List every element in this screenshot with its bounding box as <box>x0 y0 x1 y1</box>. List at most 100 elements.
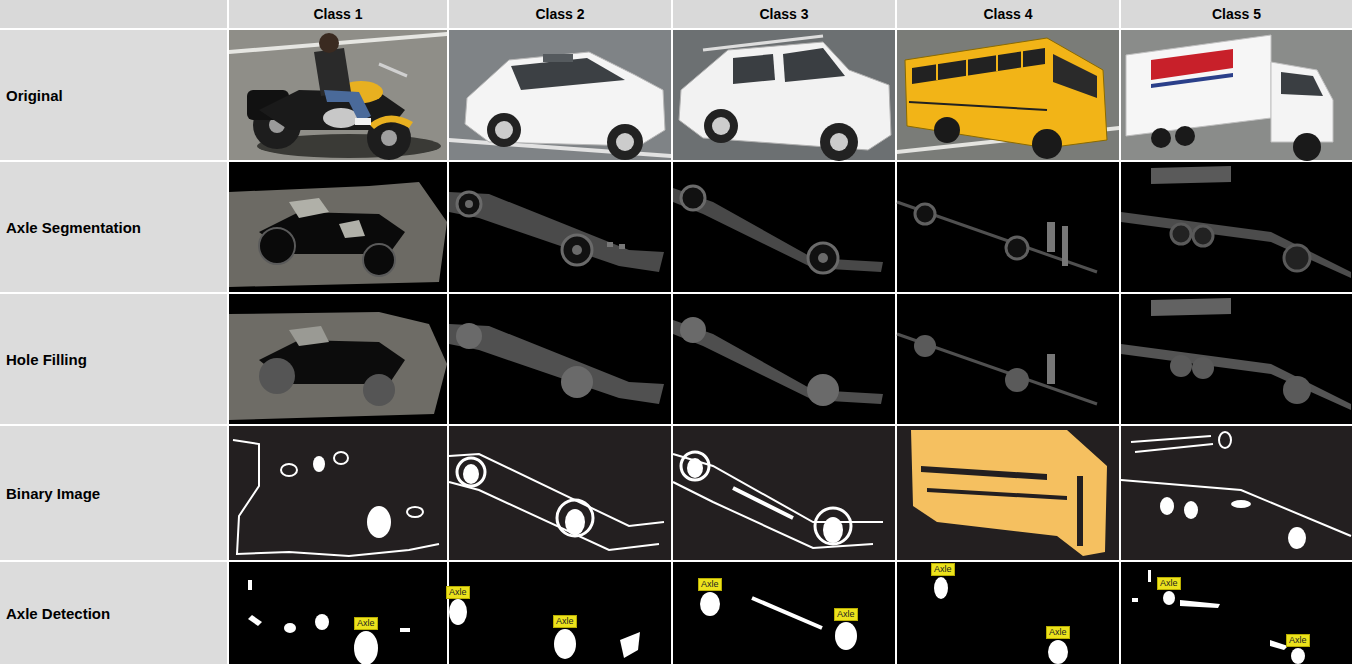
binary-image <box>449 426 671 560</box>
header-cell <box>1121 0 1352 28</box>
shadow-edge <box>897 334 1097 404</box>
noise-blob <box>284 623 296 633</box>
wheel <box>1175 126 1195 146</box>
hole-filling-image <box>897 294 1119 424</box>
car-photo <box>449 30 671 160</box>
windshield <box>1053 54 1097 98</box>
bus-body <box>905 38 1107 148</box>
noise-patch <box>339 220 365 238</box>
frame <box>259 90 405 130</box>
cell-bg <box>897 426 1119 560</box>
row-label-cell <box>0 426 227 560</box>
blob <box>313 456 325 472</box>
rider-torso <box>314 48 351 96</box>
wheel <box>820 123 858 161</box>
cell-bg <box>897 294 1119 424</box>
rider-legs <box>324 90 371 122</box>
axle-tag: Axle <box>354 617 378 630</box>
segmentation-image <box>897 162 1119 292</box>
blob <box>334 452 348 464</box>
hole-filling-image <box>229 294 447 424</box>
row-label-cell <box>0 294 227 424</box>
bar-blob <box>733 488 793 518</box>
wheel-blob <box>687 458 703 478</box>
segmentation-image <box>673 162 895 292</box>
wheel <box>914 335 936 357</box>
truck-photo <box>1121 30 1352 161</box>
wheel <box>1283 376 1311 404</box>
cell-bg <box>449 562 671 664</box>
wheel-ring <box>815 508 851 544</box>
axle-blob <box>1048 640 1068 664</box>
column-header: Class 5 <box>1121 0 1352 28</box>
cell-bg <box>673 426 895 560</box>
shadow-band <box>1121 344 1351 410</box>
wheel <box>607 124 643 160</box>
bus-photo <box>897 30 1119 160</box>
wheel-ring <box>557 500 593 536</box>
axle-tag: Axle <box>553 615 577 628</box>
noise-patch <box>619 244 625 249</box>
wheel-blob <box>1288 527 1306 549</box>
logo-outline <box>1131 436 1213 452</box>
wheel <box>1171 224 1191 244</box>
outline <box>233 440 439 556</box>
wheel-blob <box>1184 501 1198 519</box>
column-header: Class 2 <box>449 0 671 28</box>
hub <box>465 200 473 208</box>
wheel-blob <box>463 464 479 484</box>
cap-window <box>733 54 775 84</box>
cell-bg <box>897 162 1119 292</box>
cab-window <box>783 48 845 82</box>
axle-tag: Axle <box>446 586 470 599</box>
noise-blob <box>248 615 262 626</box>
wheel <box>934 117 960 143</box>
door-gap <box>1077 476 1083 546</box>
cell-bg <box>673 294 895 424</box>
tag-text: Axle <box>837 609 855 620</box>
column-header: Class 4 <box>897 0 1119 28</box>
tag-text: Axle <box>1049 627 1067 638</box>
road <box>673 30 895 160</box>
noise-blob <box>1132 598 1138 602</box>
window-post <box>996 55 998 71</box>
road <box>1121 30 1352 160</box>
road <box>229 30 447 160</box>
cell-bg <box>1121 562 1352 664</box>
window-post <box>966 59 968 76</box>
wheel <box>1284 245 1310 271</box>
tag-text: Axle <box>1289 635 1307 646</box>
car-windows <box>511 58 625 90</box>
row-header: Axle Segmentation <box>0 162 227 292</box>
segmentation-image <box>1121 162 1352 292</box>
wheel-blob <box>1160 497 1174 515</box>
road-patch <box>229 312 447 420</box>
road <box>897 30 1119 160</box>
cell-bg <box>673 162 895 292</box>
logo-stripe <box>1151 73 1233 88</box>
column-header: Class 1 <box>229 0 447 28</box>
axle-blob <box>835 622 857 650</box>
logo-residue <box>1151 166 1231 184</box>
binary-image <box>229 426 447 560</box>
tag-text: Axle <box>701 579 719 590</box>
row-header: Axle Detection <box>0 562 227 664</box>
cell-bg <box>449 426 671 560</box>
cab-window <box>1281 72 1323 96</box>
outline <box>673 454 883 522</box>
outline <box>449 482 659 550</box>
body-stripe <box>909 102 1047 110</box>
axle-tag: Axle <box>1046 626 1070 639</box>
axle-tag: Axle <box>834 608 858 621</box>
row-header: Hole Filling <box>0 294 227 424</box>
tag-text: Axle <box>556 616 574 627</box>
logo-residue <box>1151 298 1231 316</box>
hub <box>818 253 828 263</box>
wheel <box>363 374 395 406</box>
binary-image <box>1121 426 1352 560</box>
axle-blob <box>1163 591 1175 605</box>
outline <box>1121 480 1351 536</box>
axle-tag: Axle <box>931 563 955 576</box>
handlebar <box>379 64 407 76</box>
